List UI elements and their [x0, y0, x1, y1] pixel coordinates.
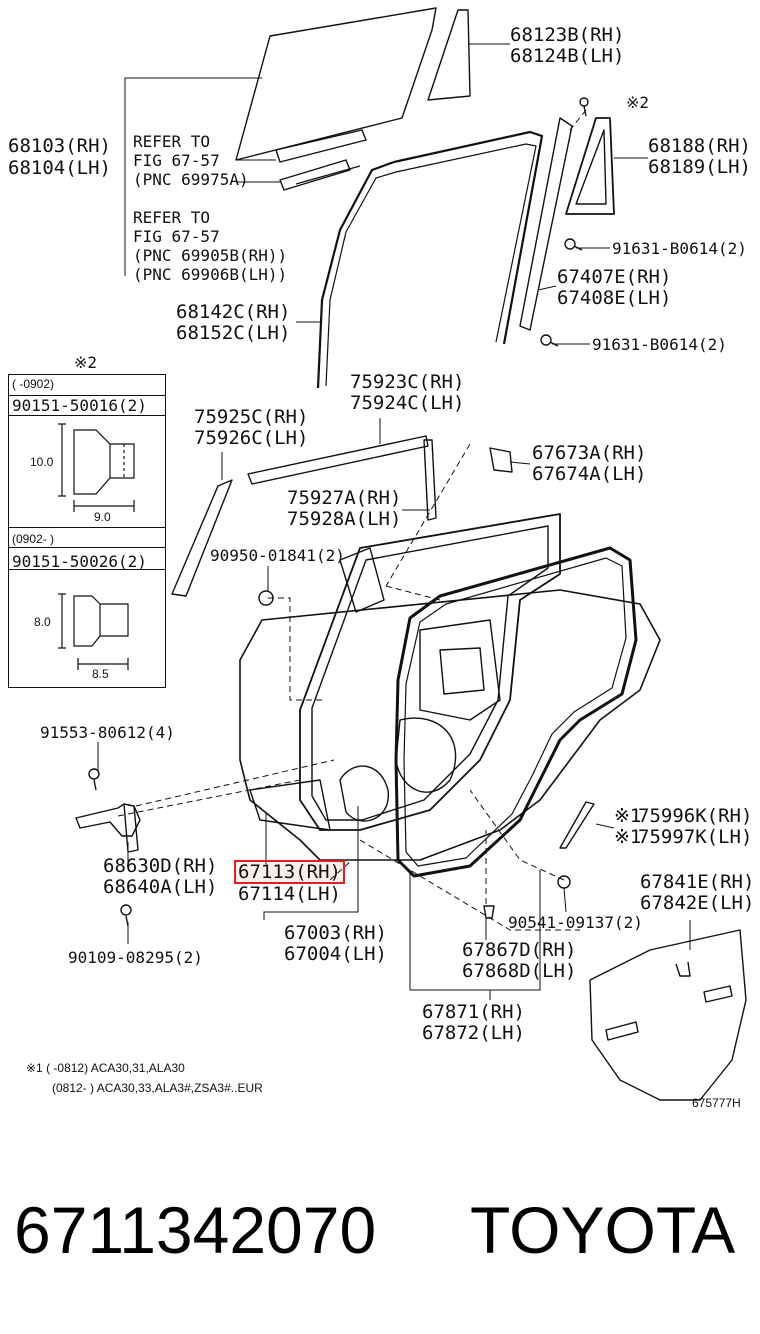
label-75928A: 75928A(LH) [287, 508, 402, 530]
label-75927A: 75927A(RH) [287, 487, 402, 509]
star2-mark: ※2 [626, 93, 650, 112]
inset-row1-range: ( -0902) [12, 377, 55, 391]
applicability-note-1: ※1 ( -0812) ACA30,31,ALA30 [26, 1061, 185, 1075]
label-75924C: 75924C(LH) [350, 392, 465, 414]
label-67407E: 67407E(RH) [557, 266, 672, 288]
label-91631-a: 91631-B0614(2) [612, 239, 747, 258]
refer2-line-d: (PNC 69906B(LH)) [133, 265, 288, 284]
refer2-line-b: FIG 67-57 [133, 227, 220, 246]
refer1-line-b: FIG 67-57 [133, 151, 220, 170]
star1-mark-a: ※1 [614, 805, 642, 827]
label-75925C: 75925C(RH) [194, 406, 309, 428]
label-67673A: 67673A(RH) [532, 442, 647, 464]
inset-row1-part: 90151-50016(2) [12, 396, 147, 415]
inset-row1-dim-h: 10.0 [30, 455, 54, 469]
label-67113-highlighted: 67113(RH) [234, 860, 345, 884]
label-68123B: 68123B(RH) [510, 24, 625, 46]
inset-row1-dim-w: 9.0 [94, 510, 111, 524]
label-90109: 90109-08295(2) [68, 948, 203, 967]
inset-row2-dim-w: 8.5 [92, 667, 109, 681]
label-67872: 67872(LH) [422, 1022, 525, 1044]
label-67674A: 67674A(LH) [532, 463, 647, 485]
refer1-line-c: (PNC 69975A) [133, 170, 249, 189]
label-68630D: 68630D(RH) [103, 855, 218, 877]
label-67867D: 67867D(RH) [462, 939, 577, 961]
inset-star: ※2 [74, 353, 98, 372]
label-67004: 67004(LH) [284, 943, 387, 965]
label-68188: 68188(RH) [648, 135, 751, 157]
inset-row2-range: (0902- ) [12, 532, 55, 546]
label-90541: 90541-09137(2) [508, 913, 643, 932]
footer-brand: TOYOTA [470, 1193, 736, 1267]
label-75926C: 75926C(LH) [194, 427, 309, 449]
inset-row2-part: 90151-50026(2) [12, 552, 147, 571]
label-67408E: 67408E(LH) [557, 287, 672, 309]
applicability-note-2: (0812- ) ACA30,33,ALA3#,ZSA3#..EUR [52, 1081, 263, 1095]
label-75923C: 75923C(RH) [350, 371, 465, 393]
refer1-line-a: REFER TO [133, 132, 211, 151]
label-67114: 67114(LH) [238, 883, 341, 905]
label-68103: 68103(RH) [8, 135, 111, 157]
label-68104: 68104(LH) [8, 157, 111, 179]
label-67003: 67003(RH) [284, 922, 387, 944]
inset-row2-dim-h: 8.0 [34, 615, 51, 629]
label-67868D: 67868D(LH) [462, 960, 577, 982]
label-68189: 68189(LH) [648, 156, 751, 178]
label-67842E: 67842E(LH) [640, 892, 755, 914]
refer2-line-a: REFER TO [133, 208, 211, 227]
label-91553: 91553-80612(4) [40, 723, 175, 742]
refer2-line-c: (PNC 69905B(RH)) [133, 246, 288, 265]
label-68152C: 68152C(LH) [176, 322, 291, 344]
label-90950: 90950-01841(2) [210, 546, 345, 565]
fastener-inset-box [8, 374, 166, 688]
label-75996K: 75996K(RH) [638, 805, 753, 827]
star1-mark-b: ※1 [614, 826, 642, 848]
door-glass-shape [235, 7, 437, 161]
figure-code: 675777H [692, 1096, 741, 1110]
label-68142C: 68142C(RH) [176, 301, 291, 323]
label-68640A: 68640A(LH) [103, 876, 218, 898]
label-67871: 67871(RH) [422, 1001, 525, 1023]
label-67841E: 67841E(RH) [640, 871, 755, 893]
footer-part-number: 6711342070 [14, 1193, 377, 1267]
label-75997K: 75997K(LH) [638, 826, 753, 848]
label-68124B: 68124B(LH) [510, 45, 625, 67]
label-91631-b: 91631-B0614(2) [592, 335, 727, 354]
